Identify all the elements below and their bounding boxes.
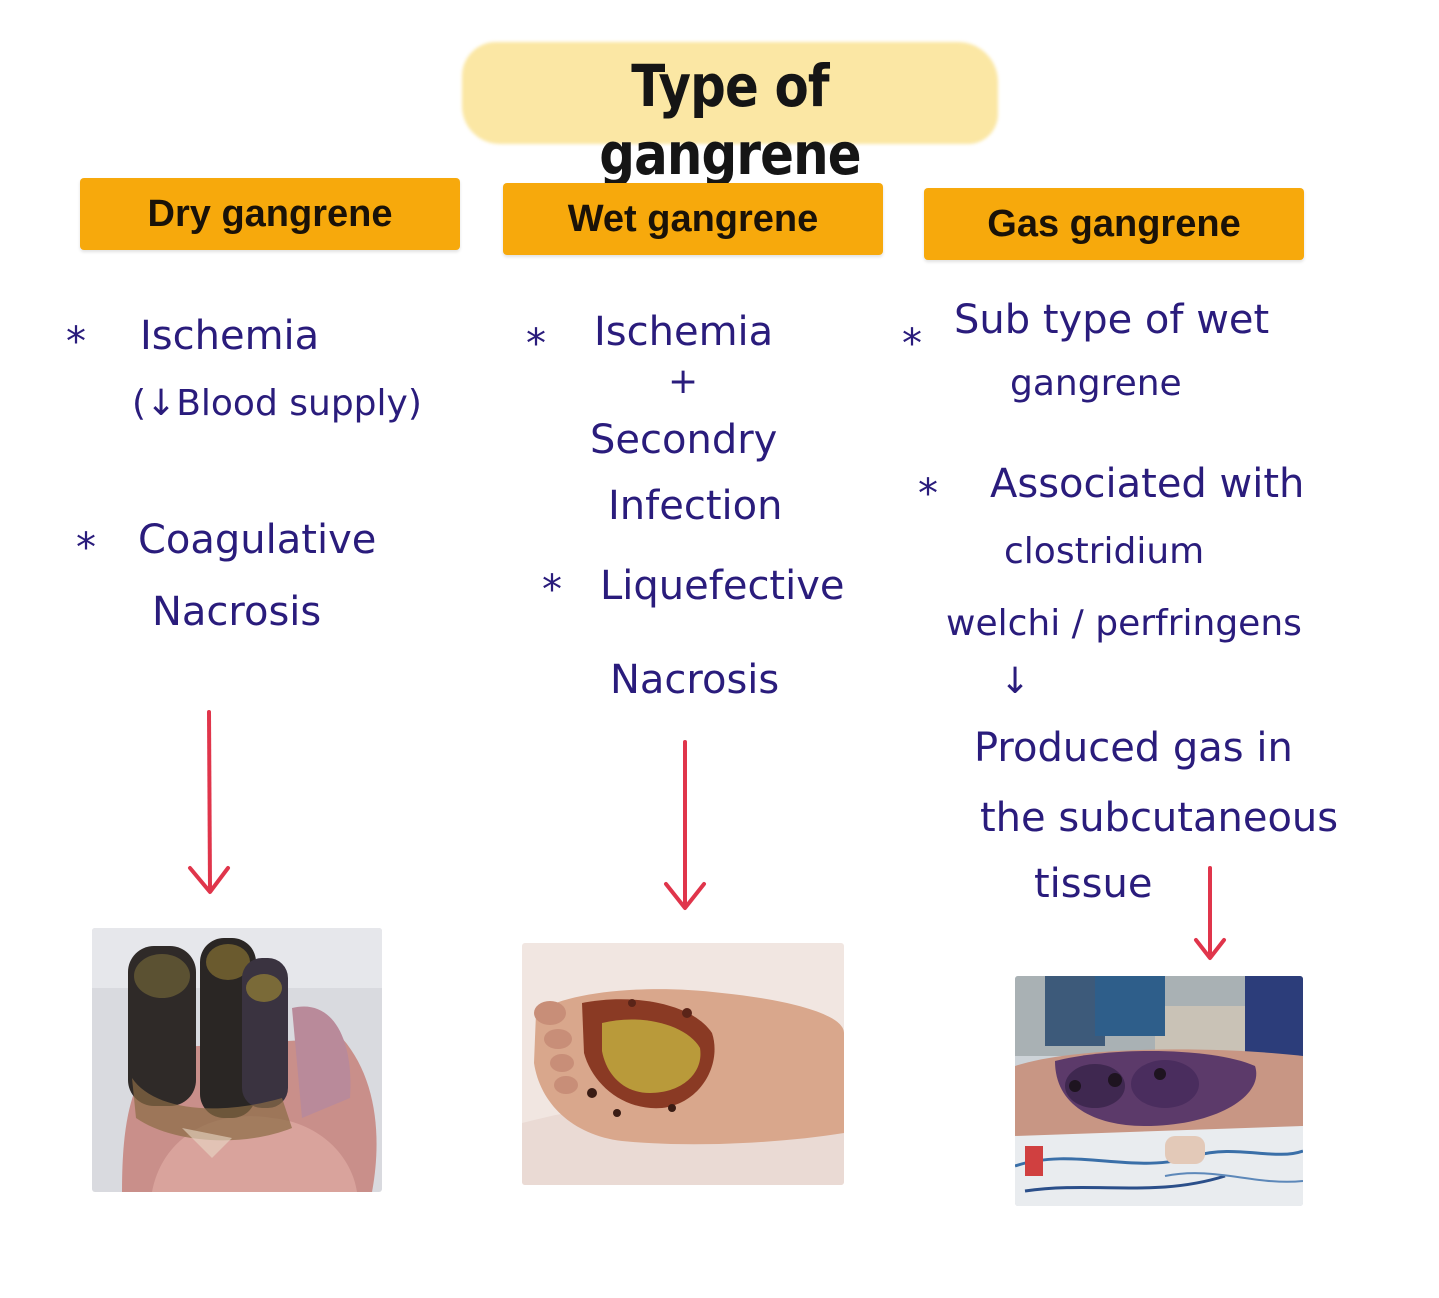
wet-note-secondry: Secondry: [590, 417, 778, 463]
dry-note-necrosis: Nacrosis: [152, 589, 322, 635]
gas-note-gangrene: gangrene: [1010, 363, 1182, 404]
dry-gangrene-box: Dry gangrene: [80, 178, 460, 250]
gas-note-associated: Associated with: [990, 461, 1305, 507]
gas-gangrene-box: Gas gangrene: [924, 188, 1304, 260]
wet-bullet-2: *: [542, 567, 562, 613]
wet-note-ischemia: Ischemia: [594, 309, 774, 355]
gas-note-down-arrow: ↓: [1000, 661, 1031, 702]
wet-note-necrosis: Nacrosis: [610, 657, 780, 703]
dry-note-ischemia: Ischemia: [140, 313, 320, 359]
wet-gangrene-box: Wet gangrene: [503, 183, 883, 255]
gas-bullet-2: *: [918, 471, 938, 517]
dry-down-arrow: [188, 710, 230, 894]
dry-bullet-2: *: [76, 525, 96, 571]
gas-down-arrow: [1194, 866, 1226, 960]
gas-note-subtype: Sub type of wet: [954, 297, 1270, 343]
wet-bullet-1: *: [526, 321, 546, 367]
gas-note-tissue: tissue: [1034, 861, 1153, 907]
gas-note-clostridium: clostridium: [1004, 531, 1205, 572]
dry-note-coagulative: Coagulative: [138, 517, 377, 563]
gas-note-produced: Produced gas in: [974, 725, 1293, 771]
wet-gangrene-photo: [522, 943, 844, 1185]
title-highlight: [462, 42, 998, 144]
wet-down-arrow: [664, 740, 706, 910]
wet-note-plus: +: [668, 361, 699, 402]
dry-gangrene-photo: [92, 928, 382, 1192]
gas-note-subcutaneous: the subcutaneous: [980, 795, 1339, 841]
diagram-title: Type of gangrene: [599, 52, 861, 188]
dry-note-blood-supply: (↓Blood supply): [132, 383, 422, 424]
dry-bullet-1: *: [66, 319, 86, 365]
gas-note-welchi: welchi / perfringens: [946, 603, 1302, 644]
gas-bullet-1: *: [902, 321, 922, 367]
wet-note-infection: Infection: [608, 483, 783, 529]
wet-note-liquefective: Liquefective: [600, 563, 845, 609]
gas-gangrene-photo: [1015, 976, 1303, 1206]
